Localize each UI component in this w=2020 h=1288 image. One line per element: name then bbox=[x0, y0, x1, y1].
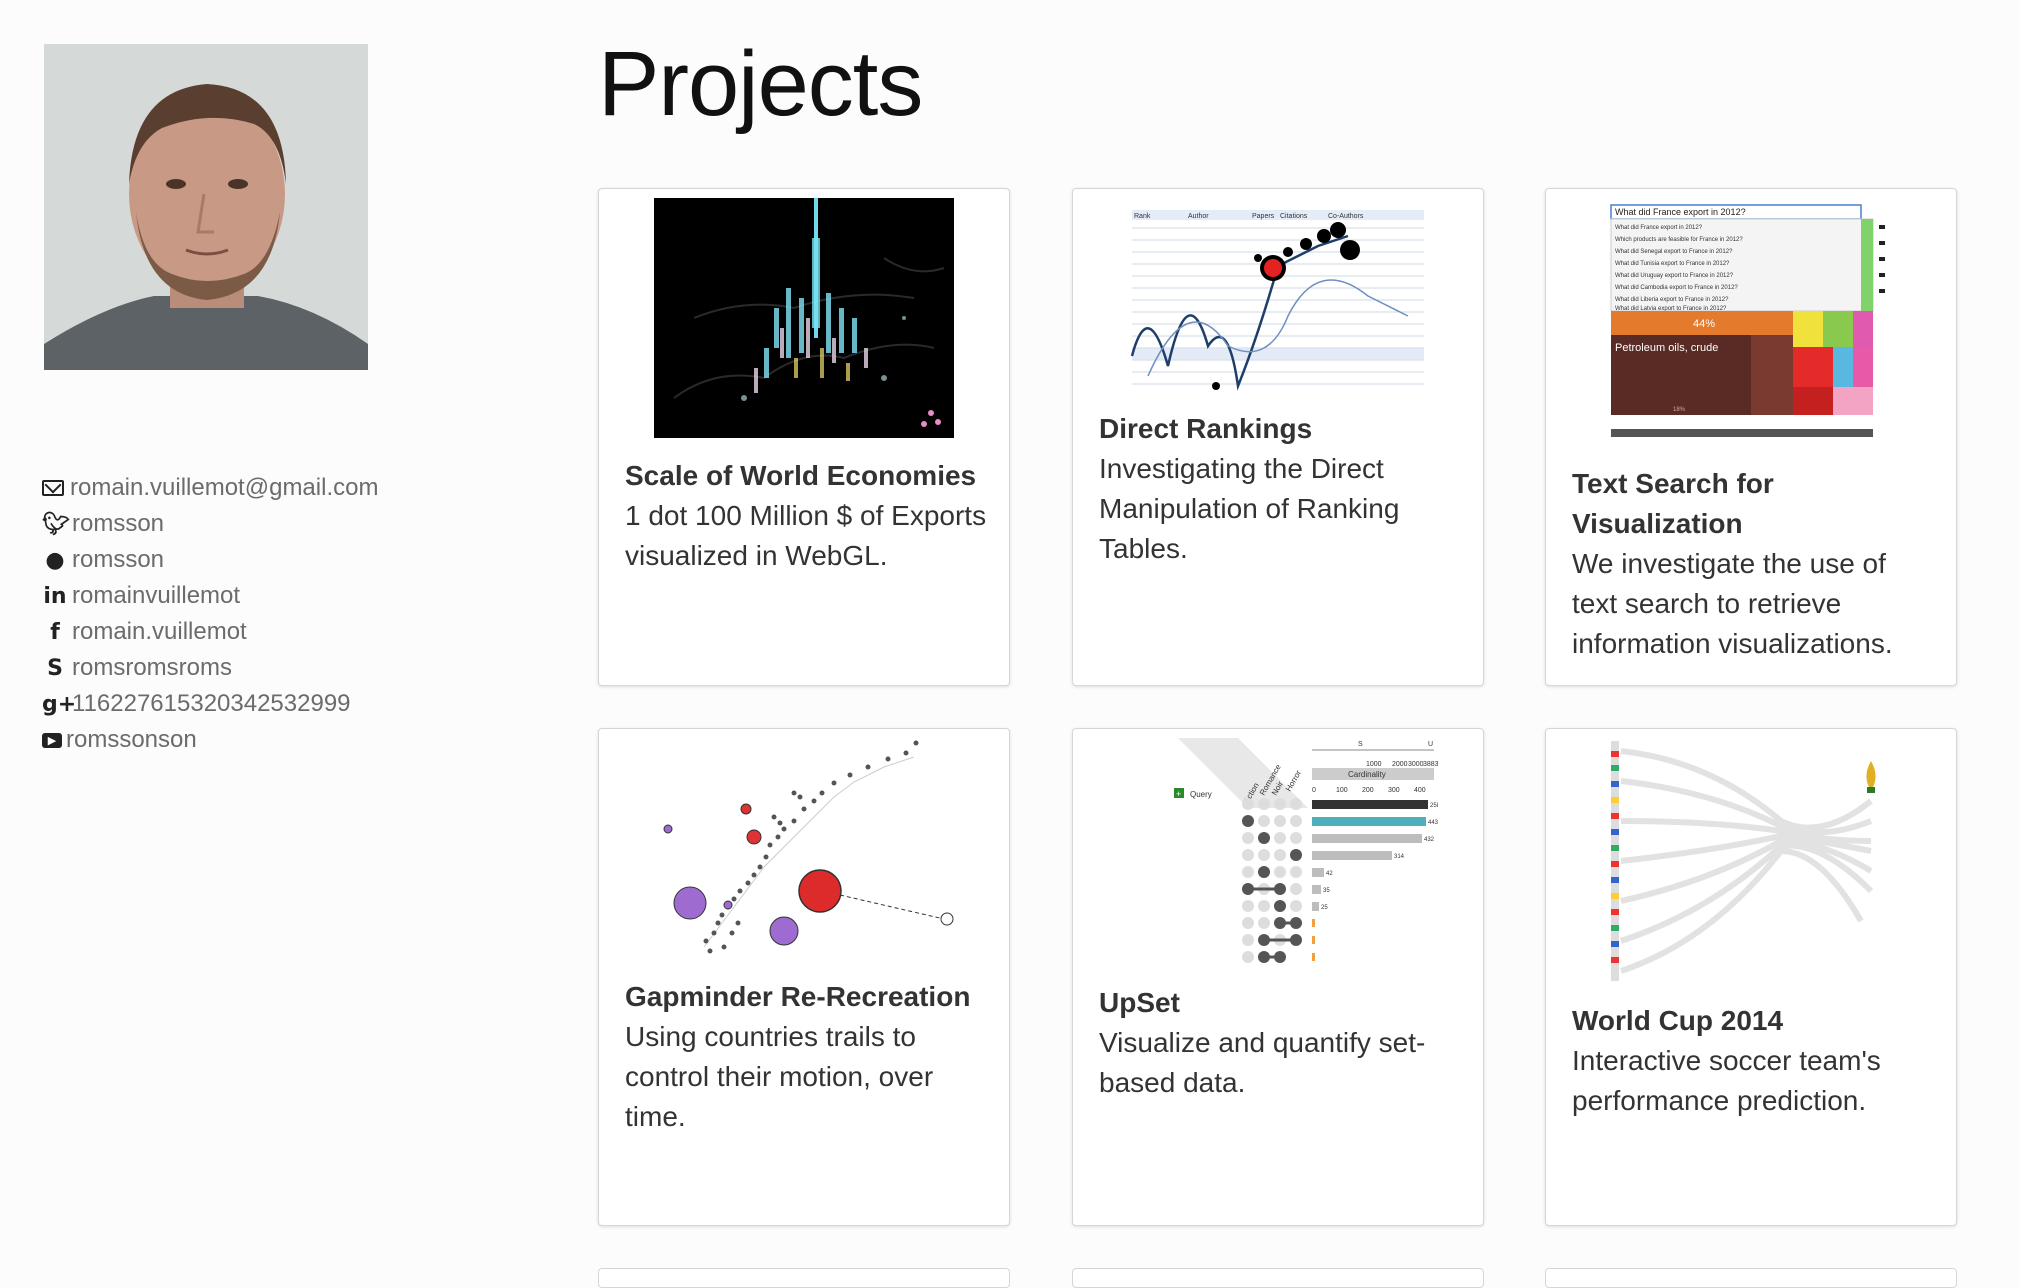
cardinality-label: Cardinality bbox=[1348, 770, 1386, 779]
envelope-icon bbox=[42, 480, 64, 496]
contact-github[interactable]: ● romsson bbox=[42, 542, 378, 578]
top-tick: 1000 bbox=[1366, 761, 1382, 768]
treemap-label: Petroleum oils, crude bbox=[1615, 342, 1718, 354]
treemap-small-percent: 18% bbox=[1673, 407, 1686, 413]
project-thumbnail bbox=[599, 737, 1009, 957]
contact-skype-text: romsromsroms bbox=[72, 654, 232, 681]
project-thumbnail: Action Romance Noir Horror + Query S U 1… bbox=[1073, 736, 1483, 970]
project-card-direct-rankings[interactable]: Rank Author Papers Citations Co-Authors bbox=[1072, 188, 1484, 686]
contact-github-text: romsson bbox=[72, 546, 165, 573]
profile-photo bbox=[44, 44, 368, 370]
google-plus-icon: g+ bbox=[42, 691, 77, 717]
bar-value: 2587 bbox=[1430, 803, 1438, 809]
contact-twitter[interactable]: 🐦︎ romsson bbox=[42, 506, 378, 542]
axis-tick: 400 bbox=[1414, 787, 1426, 794]
page-title: Projects bbox=[598, 33, 923, 135]
project-description: Interactive soccer team's performance pr… bbox=[1572, 1045, 1881, 1116]
project-card-upset[interactable]: Action Romance Noir Horror + Query S U 1… bbox=[1072, 728, 1484, 1226]
project-card-next[interactable] bbox=[598, 1268, 1010, 1288]
youtube-icon: ▶ bbox=[42, 732, 62, 748]
linkedin-icon: in bbox=[43, 583, 67, 609]
project-title[interactable]: Direct Rankings bbox=[1099, 413, 1313, 444]
project-card-scale-of-world-economies[interactable]: Scale of World Economies 1 dot 100 Milli… bbox=[598, 188, 1010, 686]
svg-text:S: S bbox=[1358, 741, 1363, 748]
contact-facebook[interactable]: f romain.vuillemot bbox=[42, 614, 378, 650]
project-description: Using countries trails to control their … bbox=[625, 1021, 934, 1132]
project-title[interactable]: World Cup 2014 bbox=[1572, 1005, 1784, 1036]
rank-header: Rank bbox=[1134, 213, 1151, 220]
contact-email[interactable]: romain.vuillemot@gmail.com bbox=[42, 470, 378, 506]
project-description: Investigating the Direct Manipulation of… bbox=[1099, 453, 1400, 564]
citations-header: Citations bbox=[1280, 213, 1308, 220]
project-thumbnail: What did France export in 2012? What did… bbox=[1546, 201, 1956, 449]
project-thumbnail: Rank Author Papers Citations Co-Authors bbox=[1073, 196, 1483, 392]
bar-value: 432 bbox=[1424, 837, 1435, 843]
project-title[interactable]: Scale of World Economies bbox=[625, 460, 977, 491]
top-tick: 3883 bbox=[1423, 761, 1438, 768]
contact-google-plus-text: 116227615320342532999 bbox=[72, 690, 351, 717]
text-search-query: What did France export in 2012? bbox=[1615, 207, 1746, 217]
bar-value: 42 bbox=[1326, 871, 1333, 877]
bar-value: 25 bbox=[1321, 905, 1328, 911]
contact-twitter-text: romsson bbox=[72, 510, 165, 537]
github-icon: ● bbox=[45, 547, 65, 573]
project-title[interactable]: UpSet bbox=[1099, 987, 1180, 1018]
suggestion: What did Cambodia export to France in 20… bbox=[1615, 285, 1738, 291]
project-card-next[interactable] bbox=[1072, 1268, 1484, 1288]
svg-text:U: U bbox=[1428, 741, 1433, 748]
suggestion: What did France export in 2012? bbox=[1615, 225, 1703, 231]
contact-skype[interactable]: S romsromsroms bbox=[42, 650, 378, 686]
bar-value: 35 bbox=[1323, 888, 1330, 894]
bar-value: 314 bbox=[1394, 854, 1405, 860]
contact-facebook-text: romain.vuillemot bbox=[72, 618, 247, 645]
project-description: We investigate the use of text search to… bbox=[1572, 548, 1893, 659]
treemap-percent: 44% bbox=[1693, 318, 1715, 330]
suggestion: What did Latvia export to France in 2012… bbox=[1615, 306, 1727, 312]
upset-query-label: Query bbox=[1190, 790, 1212, 799]
contact-list: romain.vuillemot@gmail.com 🐦︎ romsson ● … bbox=[42, 470, 378, 758]
author-header: Author bbox=[1188, 213, 1209, 220]
contact-email-text: romain.vuillemot@gmail.com bbox=[70, 474, 379, 501]
facebook-icon: f bbox=[50, 619, 60, 645]
axis-tick: 0 bbox=[1312, 787, 1316, 794]
contact-google-plus[interactable]: g+ 116227615320342532999 bbox=[42, 686, 378, 722]
papers-header: Papers bbox=[1252, 213, 1275, 220]
bar-value: 443 bbox=[1428, 820, 1438, 826]
top-tick: 2000 bbox=[1392, 761, 1408, 768]
contact-youtube[interactable]: ▶ romssonson bbox=[42, 722, 378, 758]
project-title[interactable]: Gapminder Re-Recreation bbox=[625, 981, 971, 1012]
suggestion: What did Liberia export to France in 201… bbox=[1615, 297, 1729, 303]
project-title[interactable]: Text Search for Visualization bbox=[1572, 468, 1774, 539]
suggestion: What did Uruguay export to France in 201… bbox=[1615, 273, 1734, 279]
contact-linkedin[interactable]: in romainvuillemot bbox=[42, 578, 378, 614]
project-card-gapminder-re-recreation[interactable]: Gapminder Re-Recreation Using countries … bbox=[598, 728, 1010, 1226]
contact-linkedin-text: romainvuillemot bbox=[72, 582, 241, 609]
project-card-text-search-for-visualization[interactable]: What did France export in 2012? What did… bbox=[1545, 188, 1957, 686]
suggestion: Which products are feasible for France i… bbox=[1615, 237, 1743, 243]
suggestion: What did Senegal export to France in 201… bbox=[1615, 249, 1733, 255]
project-thumbnail bbox=[599, 198, 1009, 438]
axis-tick: 300 bbox=[1388, 787, 1400, 794]
project-card-next[interactable] bbox=[1545, 1268, 1957, 1288]
axis-tick: 100 bbox=[1336, 787, 1348, 794]
svg-text:+: + bbox=[1176, 789, 1181, 799]
top-tick: 3000 bbox=[1408, 761, 1424, 768]
skype-icon: S bbox=[47, 655, 63, 681]
project-thumbnail bbox=[1546, 741, 1956, 981]
project-card-world-cup-2014[interactable]: World Cup 2014 Interactive soccer team's… bbox=[1545, 728, 1957, 1226]
twitter-icon: 🐦︎ bbox=[42, 511, 70, 537]
axis-tick: 200 bbox=[1362, 787, 1374, 794]
project-description: Visualize and quantify set-based data. bbox=[1099, 1027, 1426, 1098]
coauthors-header: Co-Authors bbox=[1328, 213, 1364, 220]
contact-youtube-text: romssonson bbox=[66, 726, 197, 753]
suggestion: What did Tunisia export to France in 201… bbox=[1615, 261, 1730, 267]
project-description: 1 dot 100 Million $ of Exports visualize… bbox=[625, 500, 987, 571]
